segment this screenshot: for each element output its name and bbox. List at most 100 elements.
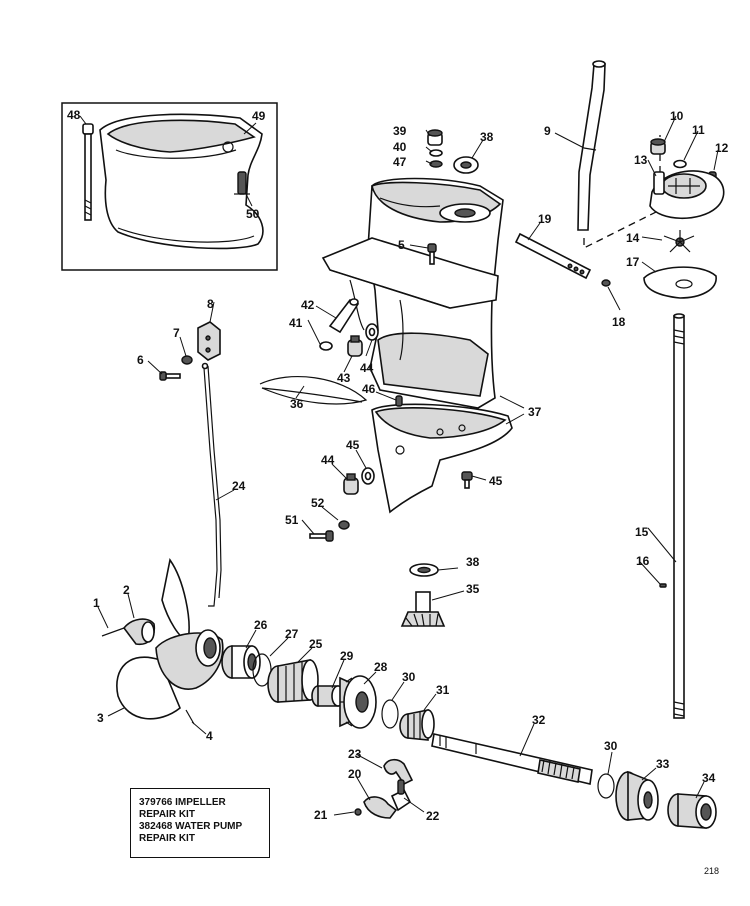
thrust-washer-30b [597,773,615,799]
callout-37: 37 [528,405,542,419]
pump-housing-13 [649,170,725,219]
callout-35: 35 [466,582,480,596]
callout-21: 21 [314,808,328,822]
callout-4: 4 [206,729,213,743]
shift-rod-24 [201,362,222,607]
kit-note-line-2: REPAIR KIT [139,809,195,820]
callout-29: 29 [340,649,354,663]
pin-21 [354,808,362,816]
cotter-pin-1 [101,627,125,637]
clutch-dog-31 [399,709,435,741]
callout-44-lower: 44 [321,453,335,467]
bearing-34 [667,793,717,829]
callout-6: 6 [137,353,144,367]
callout-3: 3 [97,711,104,725]
inset-frame [61,102,278,271]
leader-lines [79,115,719,816]
callout-28: 28 [374,660,388,674]
callout-25: 25 [309,637,323,651]
lower-gearcase-skeg [371,403,513,514]
callout-26: 26 [254,618,268,632]
screw-5 [427,243,437,265]
callout-17: 17 [626,255,640,269]
callout-48: 45 [489,474,503,488]
grommet-10 [650,138,666,155]
callout-11: 11 [692,123,705,137]
callout-34: 34 [702,771,716,785]
callout-12: 12 [715,141,729,155]
washer-38 [409,563,439,577]
callout-47: 52 [311,496,325,510]
impeller-14 [663,230,695,253]
clamp-8 [197,321,221,361]
callout-41: 40 [393,140,407,154]
callout-43: 42 [301,298,315,312]
callout-18: 18 [612,315,626,329]
inset-long-bolt [82,123,94,221]
pinion-gear-35 [400,591,446,627]
gear-28 [339,675,377,729]
callout-22: 22 [426,809,440,823]
callout-9: 9 [544,124,551,138]
callout-20: 20 [348,767,362,781]
callout-51: 48 [67,108,81,122]
nut-47 [338,520,350,530]
plug-42 [319,341,333,351]
nut-40 [427,129,443,146]
callout-45-upper: 44 [360,361,374,375]
callout-52: 49 [252,109,266,123]
seal-36 [259,375,368,405]
callout-40: 39 [393,124,407,138]
nut-7 [181,355,193,365]
propeller-3 [116,558,224,720]
propeller-shaft-32 [431,733,593,785]
callout-30b: 30 [604,739,618,753]
callout-38: 38 [466,555,480,569]
callout-32: 32 [532,713,546,727]
fitting-44-upper [347,335,363,357]
callout-7: 7 [173,326,180,340]
tube-routing-dashes [583,135,661,250]
callout-numbers: 48 49 50 39 40 47 38 9 10 11 12 13 14 17… [67,108,729,823]
callout-31: 31 [436,683,450,697]
plate-19 [514,232,592,280]
driveshaft-15 [673,313,685,719]
seal-11 [673,159,687,169]
page-number: 218 [704,866,720,876]
water-tube-9 [577,60,606,231]
screw-6 [159,371,181,381]
kit-note-line-3: 382468 WATER PUMP [139,821,243,832]
callout-13: 13 [634,153,648,167]
washer-50 [429,160,443,168]
kit-note-line-4: REPAIR KIT [139,833,195,844]
callout-8: 8 [207,297,214,311]
gearcase-upper-housing [321,177,504,409]
drive-pin-4 [185,709,195,725]
kit-note-line-1: 379766 IMPELLER [139,797,226,808]
washer-45-lower [361,467,375,485]
screw-48 [461,471,473,489]
callout-23: 23 [348,747,362,761]
callout-45-lower: 45 [346,438,360,452]
cone-nut-2 [122,618,156,646]
shift-lever-23 [383,758,414,786]
callout-50: 47 [393,155,407,169]
bearing-carrier-25 [267,659,319,703]
callout-46: 51 [285,513,299,527]
grommet-39 [453,156,479,174]
callout-16: 16 [636,554,650,568]
tube-43 [328,298,360,334]
callout-30: 30 [402,670,416,684]
callout-14: 14 [626,231,640,245]
callout-27: 27 [285,627,299,641]
callout-15: 15 [635,525,649,539]
callout-1: 1 [93,596,100,610]
callout-5: 5 [398,238,405,252]
screw-46 [309,530,334,542]
callout-24: 24 [232,479,246,493]
callout-36: 36 [290,397,304,411]
callout-10: 10 [670,109,684,123]
washer-41 [429,149,443,157]
washer-45-upper [365,323,379,341]
